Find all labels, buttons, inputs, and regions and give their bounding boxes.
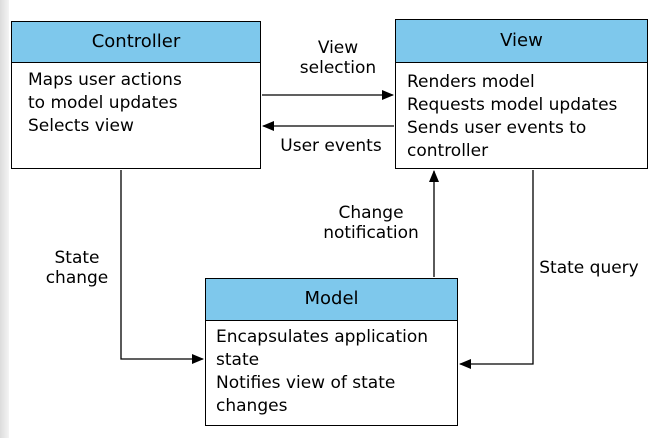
view-line: Sends user events to — [407, 118, 587, 138]
controller-line: Selects view — [28, 116, 134, 136]
state-query-label: State query — [539, 258, 639, 278]
model-description: Encapsulates application state Notifies … — [206, 321, 457, 418]
model-line: state — [216, 350, 260, 370]
model-box: Model Encapsulates application state Not… — [205, 278, 458, 426]
model-title: Model — [206, 279, 457, 321]
view-selection-label-line: View — [317, 38, 359, 58]
view-line: controller — [407, 141, 489, 161]
view-selection-label-line: selection — [299, 58, 377, 78]
controller-box: Controller Maps user actions to model up… — [11, 21, 261, 169]
state-change-label-line: change — [45, 268, 109, 288]
user-events-label: User events — [280, 136, 382, 156]
state-query-arrow — [459, 170, 534, 369]
change-notification-label-line: Change — [338, 203, 404, 223]
view-description: Renders model Requests model updates Sen… — [396, 63, 647, 163]
controller-line: to model updates — [28, 93, 178, 113]
controller-title: Controller — [12, 22, 260, 63]
change-notification-label: Change notification — [316, 203, 426, 243]
controller-description: Maps user actions to model updates Selec… — [12, 63, 260, 138]
model-line: Encapsulates application — [216, 327, 429, 347]
view-line: Requests model updates — [407, 95, 618, 115]
view-title: View — [396, 20, 647, 63]
view-selection-label: View selection — [288, 38, 388, 78]
state-change-label-line: State — [54, 248, 100, 268]
model-line: Notifies view of state — [216, 373, 396, 393]
page-edge-shadow — [0, 0, 9, 438]
view-box: View Renders model Requests model update… — [395, 19, 648, 169]
model-line: changes — [216, 396, 288, 416]
controller-line: Maps user actions — [28, 70, 182, 90]
state-change-label: State change — [37, 248, 117, 288]
change-notification-label-line: notification — [323, 223, 419, 243]
state-change-arrow — [120, 170, 204, 364]
view-line: Renders model — [407, 72, 535, 92]
